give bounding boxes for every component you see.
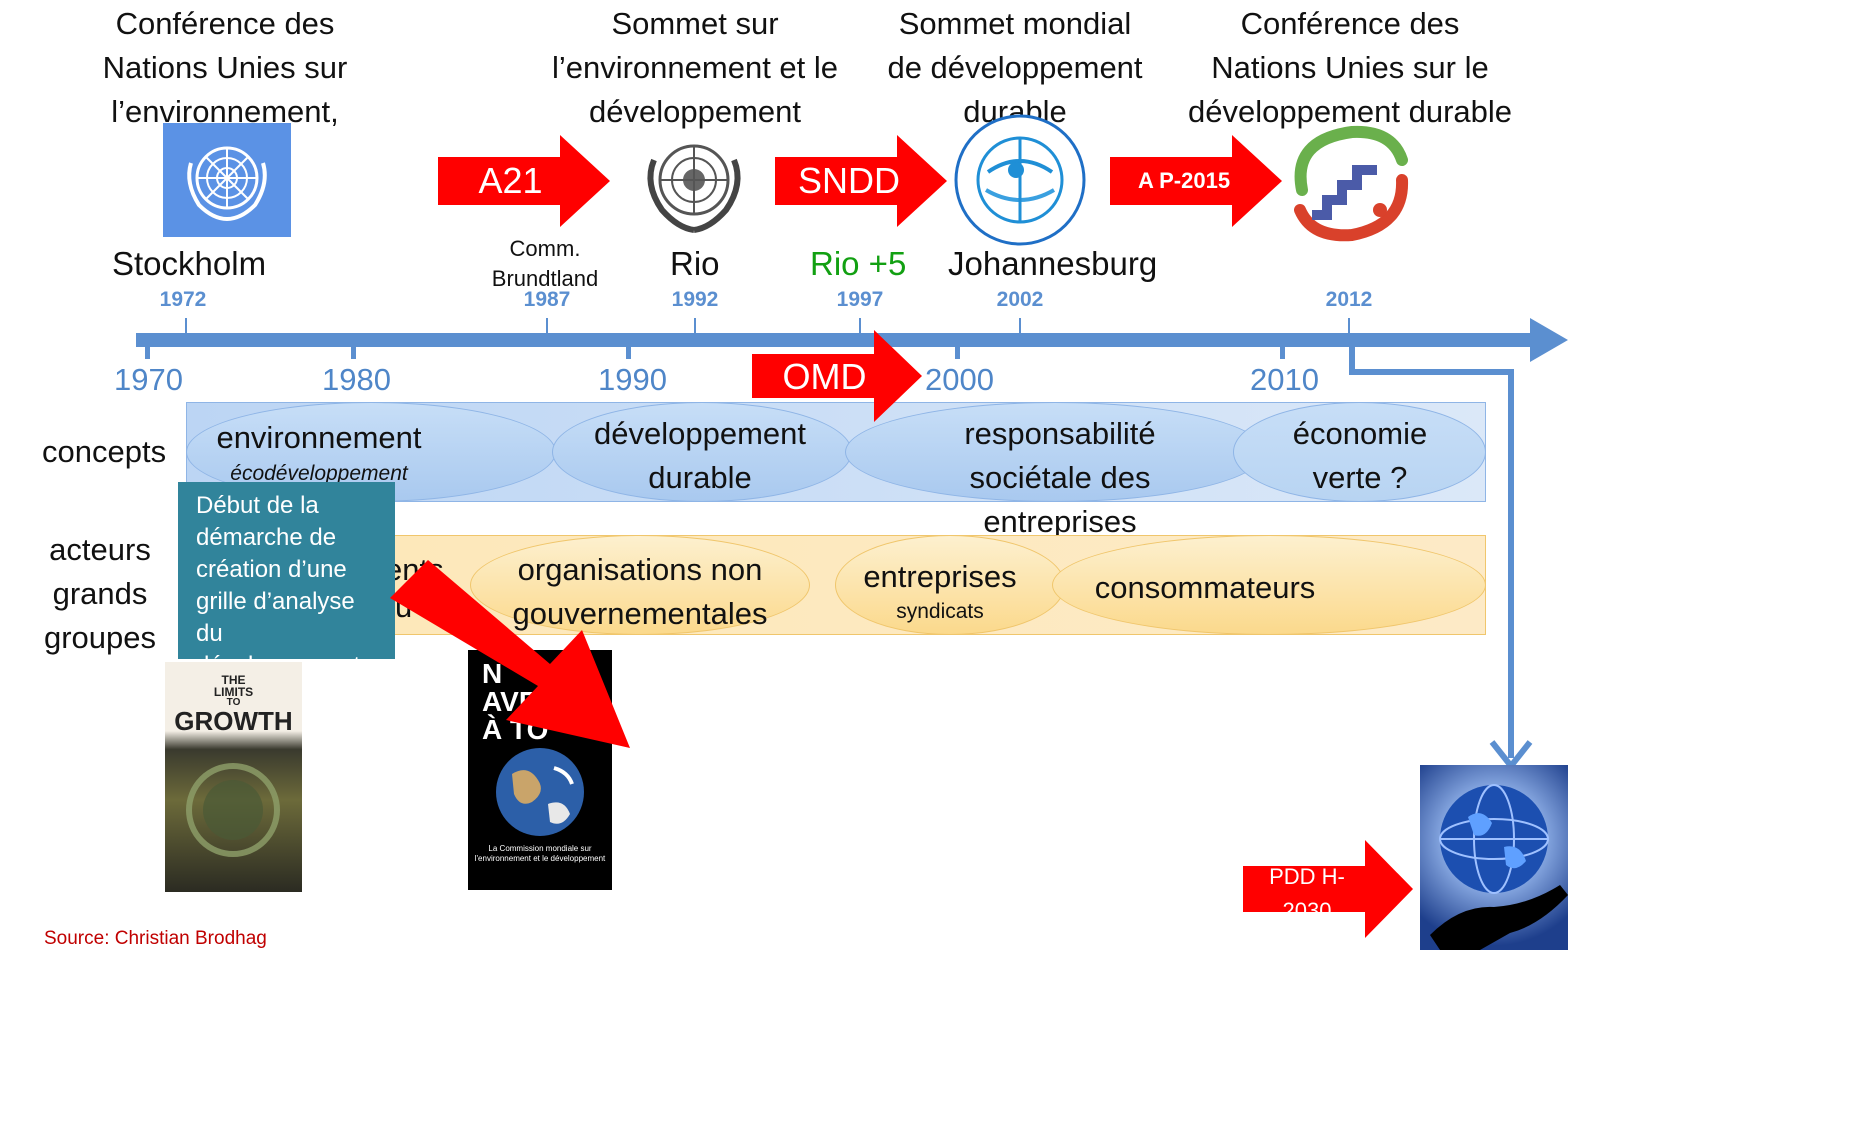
- title-rio: Sommet sur l’environnement et le dévelop…: [551, 6, 839, 129]
- book-notre-line-1: N: [482, 658, 503, 689]
- row-label-actors: acteurs grands groupes: [43, 532, 157, 655]
- actor-ellipse-business: [835, 535, 1065, 635]
- row-label-concepts: concepts: [42, 434, 167, 469]
- actor-ellipse-consumers: [1052, 535, 1486, 635]
- arrow-ap2015-label: A P-2015: [1137, 168, 1231, 193]
- place-stockholm: Stockholm: [112, 245, 267, 282]
- year-1972: 1972: [159, 288, 207, 311]
- book-limits-title-2: LIMITS: [213, 685, 254, 699]
- actor-ngo: organisations non gouvernementales: [512, 552, 768, 631]
- decade-1990: 1990: [598, 362, 667, 397]
- book-notre-caption: La Commission mondiale sur l'environneme…: [474, 844, 606, 863]
- arrow-sndd: [775, 135, 947, 227]
- arrow-pdd: [1243, 840, 1413, 938]
- year-1992: 1992: [671, 288, 719, 311]
- decade-1980: 1980: [322, 362, 391, 397]
- year-2002: 2002: [996, 288, 1044, 311]
- decade-2000: 2000: [925, 362, 994, 397]
- note-box: Début de la démarche de création d’une g…: [178, 482, 395, 711]
- un-logo-icon: [163, 123, 291, 237]
- arrow-ap2015: [1110, 135, 1282, 227]
- concept-green: économie verte ?: [1292, 416, 1428, 495]
- globe-hand-image: [1420, 765, 1568, 950]
- place-brundtland: Comm. Brundtland: [491, 236, 599, 291]
- year-1987: 1987: [523, 288, 571, 311]
- book-limits-title-4: GROWTH: [174, 706, 293, 736]
- un-emblem-grey-icon: [628, 122, 760, 240]
- wssd-logo-icon: [950, 110, 1090, 250]
- arrow-omd: [752, 330, 922, 422]
- book-limits-title-3: TO: [226, 697, 241, 708]
- actor-ellipse-ngo: [470, 535, 810, 635]
- actor-business: entreprises: [863, 559, 1017, 594]
- earth-icon: [496, 748, 584, 836]
- decade-1970: 1970: [114, 362, 183, 397]
- concept-rse: responsabilité sociétale des entreprises: [964, 416, 1156, 539]
- rio20-logo-icon: [1282, 120, 1412, 245]
- place-rio: Rio: [670, 245, 720, 282]
- concept-dd: développement durable: [594, 416, 806, 495]
- globe-hand-icon: [1430, 784, 1568, 950]
- concept-ecodev: écodéveloppement: [230, 462, 408, 485]
- year-2012: 2012: [1325, 288, 1373, 311]
- title-johannesburg: Sommet mondial de développement durable: [887, 6, 1143, 129]
- book-limits-to-growth: THE LIMITS TO GROWTH: [165, 662, 302, 892]
- arrow-a21: [438, 135, 610, 227]
- book-limits-title-1: THE: [221, 673, 246, 687]
- arrow-omd-label: OMD: [782, 356, 867, 397]
- title-rio20: Conférence des Nations Unies sur le déve…: [1187, 6, 1513, 129]
- concept-ellipse-rse: [845, 402, 1265, 502]
- concept-environment: environnement: [216, 420, 422, 455]
- place-johannesburg: Johannesburg: [948, 245, 1158, 282]
- title-stockholm: Conférence des Nations Unies sur l’envir…: [102, 6, 348, 129]
- arrow-sndd-label: SNDD: [797, 160, 900, 201]
- arrow-diagonal-big: [390, 560, 630, 748]
- place-rio5: Rio +5: [810, 245, 907, 282]
- source-credit: Source: Christian Brodhag: [44, 928, 267, 949]
- concept-ellipse-green: [1233, 402, 1486, 502]
- actor-unions: syndicats: [896, 600, 984, 623]
- decade-2010: 2010: [1250, 362, 1319, 397]
- actor-consumers: consommateurs: [1094, 570, 1316, 605]
- concept-ellipse-dd: [552, 402, 852, 502]
- arrow-a21-label: A21: [478, 160, 543, 201]
- arrow-pdd-label: PDD H-2030: [1269, 864, 1345, 923]
- year-1997: 1997: [836, 288, 884, 311]
